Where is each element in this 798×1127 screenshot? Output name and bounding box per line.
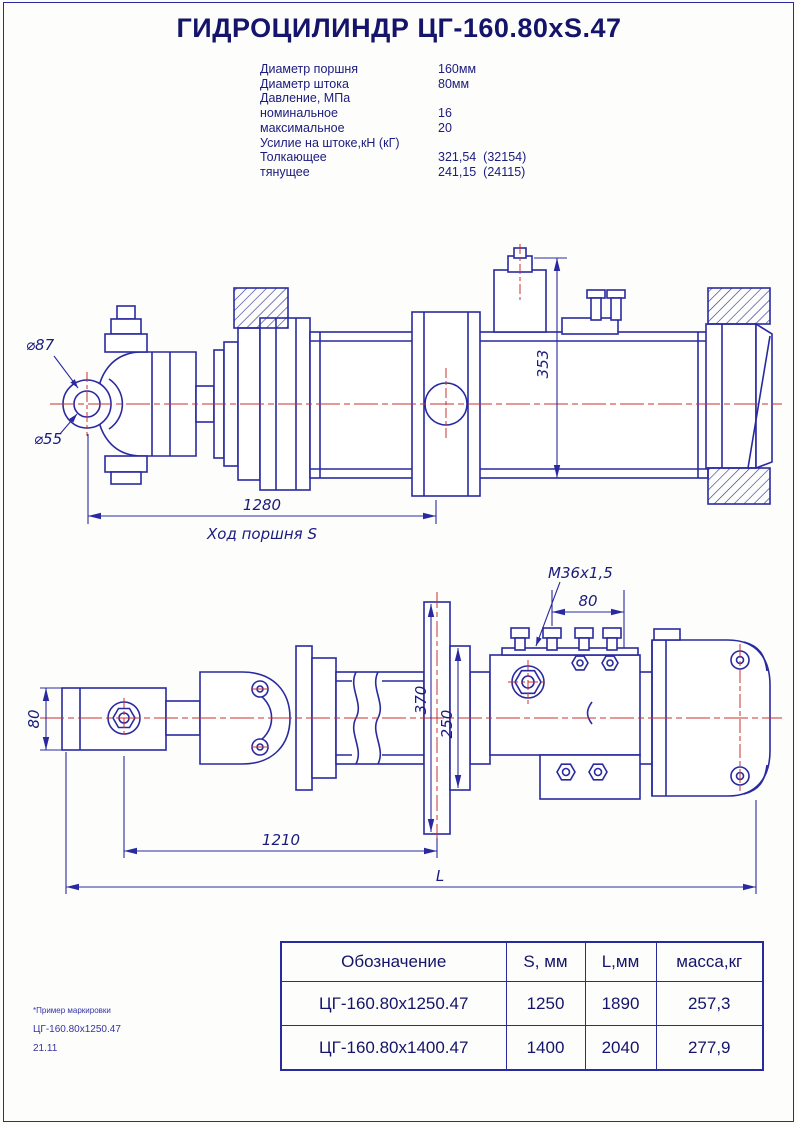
cell-s: 1250: [505, 981, 586, 1026]
spec-row: тянущее 241,15 (24115): [260, 165, 526, 180]
bolt: [602, 627, 622, 639]
rear-mount-hatched-top: [707, 287, 771, 325]
spec-row: Диаметр штока 80мм: [260, 77, 526, 92]
col-header-l: L,мм: [584, 941, 657, 982]
cell-l: 2040: [584, 1025, 657, 1071]
spec-row: Диаметр поршня 160мм: [260, 62, 526, 77]
hex-bolt: [588, 763, 608, 781]
clevis-slot-arc: [108, 378, 124, 430]
centerlines-b: [40, 592, 782, 848]
spec-row: максимальное 20: [260, 121, 526, 136]
cylinder-tube: [309, 331, 709, 479]
spec-label: Толкающее: [260, 150, 327, 165]
spec-row: Давление, МПа: [260, 91, 526, 106]
cell-l: 1890: [584, 981, 657, 1026]
dim-250: 250: [438, 710, 456, 739]
hex-bolt: [601, 655, 619, 671]
dim-370: 370: [412, 686, 430, 715]
col-header-mass: масса,кг: [655, 941, 764, 982]
dimensions-b: [40, 581, 757, 894]
dim-eye-od: ⌀87: [26, 336, 55, 354]
cell-designation: ЦГ-160.80х1250.47: [280, 981, 507, 1026]
footnote-date: 21.11: [33, 1043, 58, 1054]
stroke-caption: Ход поршня S: [206, 525, 317, 543]
view-side-a: [62, 247, 773, 505]
bolt: [542, 627, 562, 639]
spec-label: тянущее: [260, 164, 310, 179]
spec-value: 80мм: [438, 76, 470, 91]
dim-1210: 1210: [262, 831, 300, 849]
spec-row: Толкающее 321,54 (32154): [260, 150, 526, 165]
footnote-note: *Пример маркировки: [33, 1006, 111, 1015]
spec-row: Усилие на штоке,кН (кГ): [260, 136, 526, 151]
bolt: [574, 627, 594, 639]
dim-pin-width: 80: [25, 709, 43, 728]
dim-stroke: 1280: [243, 496, 281, 514]
dim-thread: M36х1,5: [548, 564, 613, 582]
bolt: [606, 289, 626, 299]
table-row: ЦГ-160.80х1400.47 1400 2040 277,9: [280, 1025, 764, 1071]
spec-label: Усилие на штоке,кН (кГ): [260, 135, 400, 150]
spec-value: 160мм: [438, 62, 477, 76]
col-header-s: S, мм: [505, 941, 586, 982]
table-header-row: Обозначение S, мм L,мм масса,кг: [280, 941, 764, 982]
spec-label: Диаметр поршня: [260, 62, 359, 76]
spec-value: 20: [438, 120, 452, 135]
bolt: [510, 627, 530, 639]
hex-bolt: [556, 763, 576, 781]
page-title: ГИДРОЦИЛИНДР ЦГ-160.80хS.47: [176, 13, 622, 43]
spec-value: 241,15 (24115): [438, 164, 526, 179]
rear-cap: [705, 323, 757, 469]
spec-label: Диаметр штока: [260, 76, 349, 91]
spec-label: номинальное: [260, 106, 338, 121]
marking-footnote: *Пример маркировки ЦГ-160.80х1250.47 21.…: [33, 1007, 121, 1054]
hex-bolt: [571, 655, 589, 671]
cell-s: 1400: [505, 1025, 586, 1071]
centerlines-a: [50, 244, 782, 440]
dim-L: L: [436, 867, 444, 885]
spec-value: 16: [438, 106, 452, 121]
front-mount-hatched: [233, 287, 289, 329]
spec-label: максимальное: [260, 120, 345, 135]
spec-label: Давление, МПа: [260, 91, 351, 106]
valve-block: [489, 654, 641, 756]
cell-mass: 257,3: [655, 981, 764, 1026]
footnote-example: ЦГ-160.80х1250.47: [33, 1024, 121, 1035]
rear-mount-hatched-bottom: [707, 467, 771, 505]
dimensions-a: [53, 257, 567, 524]
size-table: Обозначение S, мм L,мм масса,кг ЦГ-160.8…: [280, 941, 764, 1071]
dim-eye-id: ⌀55: [34, 430, 62, 448]
top-port-block: [493, 269, 547, 333]
bolt: [586, 289, 606, 299]
spec-row: номинальное 16: [260, 106, 526, 121]
cell-designation: ЦГ-160.80х1400.47: [280, 1025, 507, 1071]
dim-353: 353: [534, 350, 552, 379]
cell-mass: 277,9: [655, 1025, 764, 1071]
dim-port-spacing: 80: [578, 592, 597, 610]
table-row: ЦГ-160.80х1250.47 1250 1890 257,3: [280, 981, 764, 1026]
spec-list: Диаметр поршня 160мм Диаметр штока 80мм Да…: [260, 62, 526, 180]
spec-value: 321,54 (32154): [438, 150, 527, 165]
grease-fitting: [116, 305, 136, 320]
col-header-designation: Обозначение: [280, 941, 507, 982]
